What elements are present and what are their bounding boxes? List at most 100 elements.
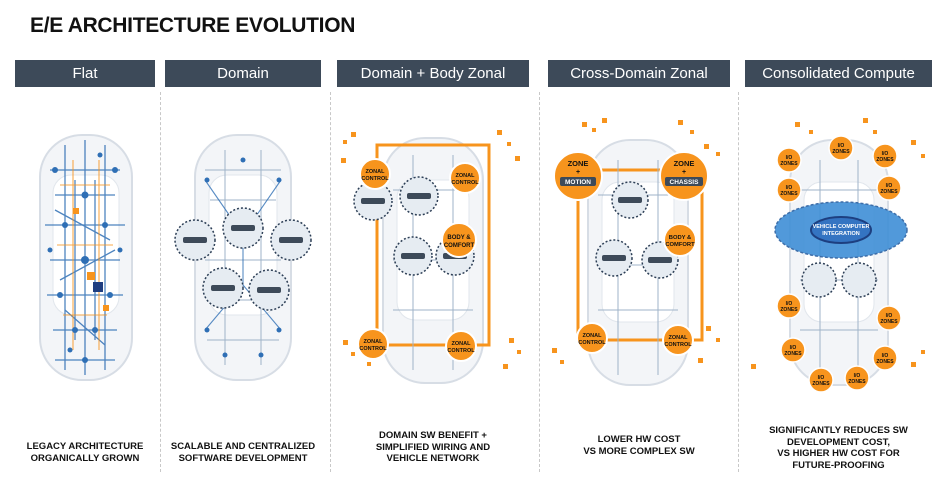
zone-node: ZONAL CONTROL — [359, 158, 391, 190]
caption-line: VS HIGHER HW COST FOR — [777, 448, 900, 459]
svg-text:I/O: I/O — [790, 345, 797, 351]
column-header: Cross-Domain Zonal — [548, 60, 730, 87]
io-zone-node: I/O ZONES — [844, 365, 870, 391]
svg-text:ZONAL: ZONAL — [452, 341, 472, 347]
svg-text:MOTION: MOTION — [565, 179, 591, 186]
domain-architecture-diagram — [165, 100, 321, 410]
caption-line: VS MORE COMPLEX SW — [583, 445, 695, 457]
column-cross-domain-zonal: Cross-Domain Zonal ZONE + — [548, 60, 730, 480]
svg-text:VEHICLE COMPUTER: VEHICLE COMPUTER — [813, 224, 870, 230]
car-diagram — [174, 134, 312, 381]
svg-text:ZONES: ZONES — [848, 379, 866, 385]
body-comfort-node: BODY & COMFORT — [663, 223, 697, 257]
io-zone-node: I/O ZONES — [780, 337, 806, 363]
io-zone-node: I/O ZONES — [776, 177, 802, 203]
zone-node: ZONAL CONTROL — [662, 324, 694, 356]
svg-text:ZONE: ZONE — [568, 159, 589, 168]
caption-line: SOFTWARE DEVELOPMENT — [178, 452, 308, 464]
svg-text:I/O: I/O — [882, 151, 889, 157]
io-zone-node: I/O ZONES — [876, 175, 902, 201]
io-zone-node: I/O ZONES — [872, 345, 898, 371]
body-comfort-node: BODY & COMFORT — [441, 222, 477, 258]
svg-text:ZONES: ZONES — [880, 189, 898, 195]
svg-text:CONTROL: CONTROL — [664, 342, 692, 348]
zone-motion-node: ZONE + MOTION — [553, 151, 603, 201]
column-domain: Domain SC — [165, 60, 321, 480]
svg-text:I/O: I/O — [886, 313, 893, 319]
car-diagram: VEHICLE COMPUTER INTEGRATION I/O ZONES I… — [751, 118, 925, 393]
svg-text:ZONES: ZONES — [780, 191, 798, 197]
io-zone-node: I/O ZONES — [828, 135, 854, 161]
svg-text:COMFORT: COMFORT — [444, 243, 475, 249]
column-caption: SIGNIFICANTLY REDUCES SW DEVELOPMENT COS… — [745, 425, 932, 471]
svg-text:ZONAL: ZONAL — [669, 335, 689, 341]
zone-chassis-node: ZONE + CHASSIS — [659, 151, 709, 201]
svg-text:ZONAL: ZONAL — [456, 173, 476, 179]
caption-line: FUTURE-PROOFING — [792, 459, 885, 471]
svg-text:I/O: I/O — [818, 375, 825, 381]
domain-body-zonal-diagram: ZONAL CONTROL ZONAL CONTROL BODY & COMFO… — [337, 100, 529, 410]
column-flat: Flat LEGAC — [15, 60, 155, 480]
io-zone-node: I/O ZONES — [776, 147, 802, 173]
caption-line: SCALABLE AND CENTRALIZED — [170, 441, 316, 452]
svg-text:I/O: I/O — [786, 185, 793, 191]
caption-line: LEGACY ARCHITECTURE — [26, 441, 144, 452]
caption-line: SIMPLIFIED WIRING AND — [375, 441, 491, 453]
svg-text:BODY &: BODY & — [669, 235, 691, 241]
zone-node: ZONAL CONTROL — [357, 328, 389, 360]
svg-text:ZONAL: ZONAL — [583, 333, 603, 339]
svg-text:I/O: I/O — [786, 155, 793, 161]
caption-line: LOWER HW COST — [597, 434, 681, 445]
svg-text:ZONAL: ZONAL — [366, 169, 386, 175]
io-zone-node: I/O ZONES — [872, 143, 898, 169]
column-caption: LOWER HW COST VS MORE COMPLEX SW — [548, 434, 730, 457]
io-zone-node: I/O ZONES — [876, 305, 902, 331]
caption-line: ORGANICALLY GROWN — [30, 452, 140, 464]
svg-text:CONTROL: CONTROL — [578, 340, 606, 346]
svg-text:CONTROL: CONTROL — [451, 180, 479, 186]
svg-text:ZONES: ZONES — [780, 307, 798, 313]
zone-node: ZONAL CONTROL — [445, 330, 477, 362]
svg-text:COMFORT: COMFORT — [665, 242, 695, 248]
caption-line: SIGNIFICANTLY REDUCES SW — [769, 425, 908, 436]
car-diagram — [39, 134, 133, 381]
column-header: Domain + Body Zonal — [337, 60, 529, 87]
column-header: Flat — [15, 60, 155, 87]
svg-text:I/O: I/O — [838, 143, 845, 149]
svg-text:ZONES: ZONES — [784, 351, 802, 357]
svg-text:ZONE: ZONE — [674, 159, 695, 168]
svg-text:+: + — [682, 169, 686, 176]
svg-text:I/O: I/O — [854, 373, 861, 379]
column-caption: SCALABLE AND CENTRALIZED SOFTWARE DEVELO… — [165, 441, 321, 464]
svg-text:I/O: I/O — [886, 183, 893, 189]
car-diagram: ZONAL CONTROL ZONAL CONTROL BODY & COMFO… — [341, 130, 521, 384]
flat-architecture-diagram — [15, 100, 155, 410]
svg-text:CHASSIS: CHASSIS — [670, 179, 700, 186]
svg-text:CONTROL: CONTROL — [359, 346, 387, 352]
svg-text:I/O: I/O — [786, 301, 793, 307]
io-zone-node: I/O ZONES — [808, 367, 834, 393]
svg-text:+: + — [576, 169, 580, 176]
svg-text:ZONES: ZONES — [880, 319, 898, 325]
zone-node: ZONAL CONTROL — [449, 162, 481, 194]
caption-line: DEVELOPMENT COST, — [787, 436, 890, 448]
caption-line: VEHICLE NETWORK — [386, 453, 480, 464]
svg-text:ZONES: ZONES — [876, 359, 894, 365]
zone-node: ZONAL CONTROL — [576, 322, 608, 354]
column-caption: DOMAIN SW BENEFIT + SIMPLIFIED WIRING AN… — [337, 430, 529, 465]
car-diagram: ZONE + MOTION ZONE + CHASSIS BODY & COMF… — [552, 118, 720, 386]
column-header: Consolidated Compute — [745, 60, 932, 87]
caption-line: DOMAIN SW BENEFIT + — [379, 430, 487, 441]
column-consolidated-compute: Consolidated Compute VEHICLE COMPUTER IN… — [745, 60, 932, 480]
svg-text:INTEGRATION: INTEGRATION — [822, 231, 860, 237]
column-divider — [330, 92, 331, 472]
svg-text:ZONAL: ZONAL — [364, 339, 384, 345]
svg-text:ZONES: ZONES — [780, 161, 798, 167]
page-title: E/E ARCHITECTURE EVOLUTION — [30, 14, 356, 37]
column-caption: LEGACY ARCHITECTURE ORGANICALLY GROWN — [15, 441, 155, 464]
io-zone-node: I/O ZONES — [776, 293, 802, 319]
svg-text:CONTROL: CONTROL — [447, 348, 475, 354]
column-domain-body-zonal: Domain + Body Zonal ZONAL CONTR — [337, 60, 529, 480]
column-divider — [738, 92, 739, 472]
consolidated-compute-diagram: VEHICLE COMPUTER INTEGRATION I/O ZONES I… — [745, 100, 932, 410]
